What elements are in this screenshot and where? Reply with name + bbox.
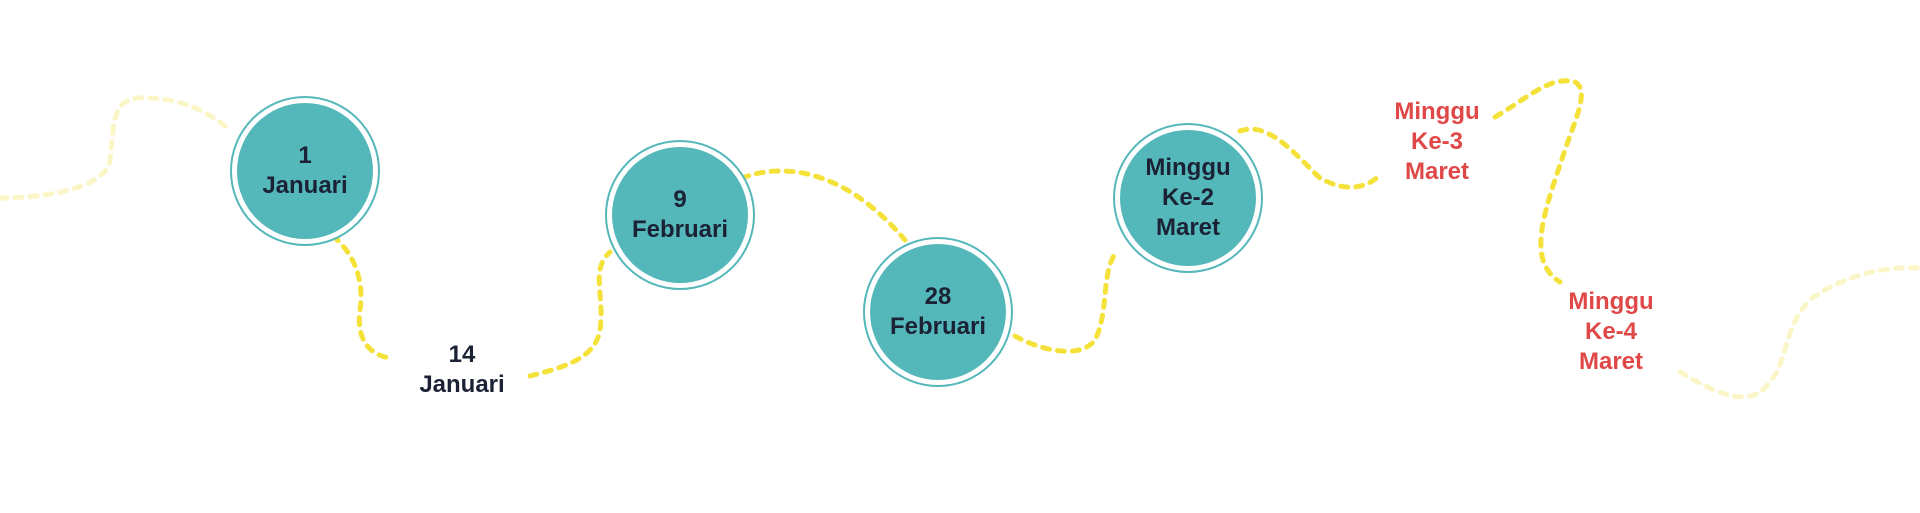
milestone-label: Minggu Ke-2 Maret bbox=[1145, 154, 1231, 241]
milestone-march-week-3: Minggu Ke-3 Maret bbox=[1337, 97, 1537, 187]
path-start-faded bbox=[0, 95, 231, 201]
milestone-label: 9 Februari bbox=[631, 186, 729, 243]
path-main bbox=[330, 78, 1584, 379]
milestone-label: 1 Januari bbox=[262, 142, 348, 199]
path-end-faded bbox=[1677, 265, 1920, 400]
milestone-march-week-2: Minggu Ke-2 Maret bbox=[1113, 123, 1263, 273]
milestone-march-week-4: Minggu Ke-4 Maret bbox=[1511, 287, 1711, 377]
milestone-jan-14: 14 Januari bbox=[362, 340, 562, 400]
milestone-feb-9: 9 Februari bbox=[605, 140, 755, 290]
milestone-label: 14 Januari bbox=[419, 341, 505, 398]
milestone-label: Minggu Ke-3 Maret bbox=[1394, 98, 1480, 185]
milestone-label: Minggu Ke-4 Maret bbox=[1568, 288, 1654, 375]
milestone-feb-28: 28 Februari bbox=[863, 237, 1013, 387]
milestone-label: 28 Februari bbox=[889, 283, 987, 340]
milestone-jan-1: 1 Januari bbox=[230, 96, 380, 246]
